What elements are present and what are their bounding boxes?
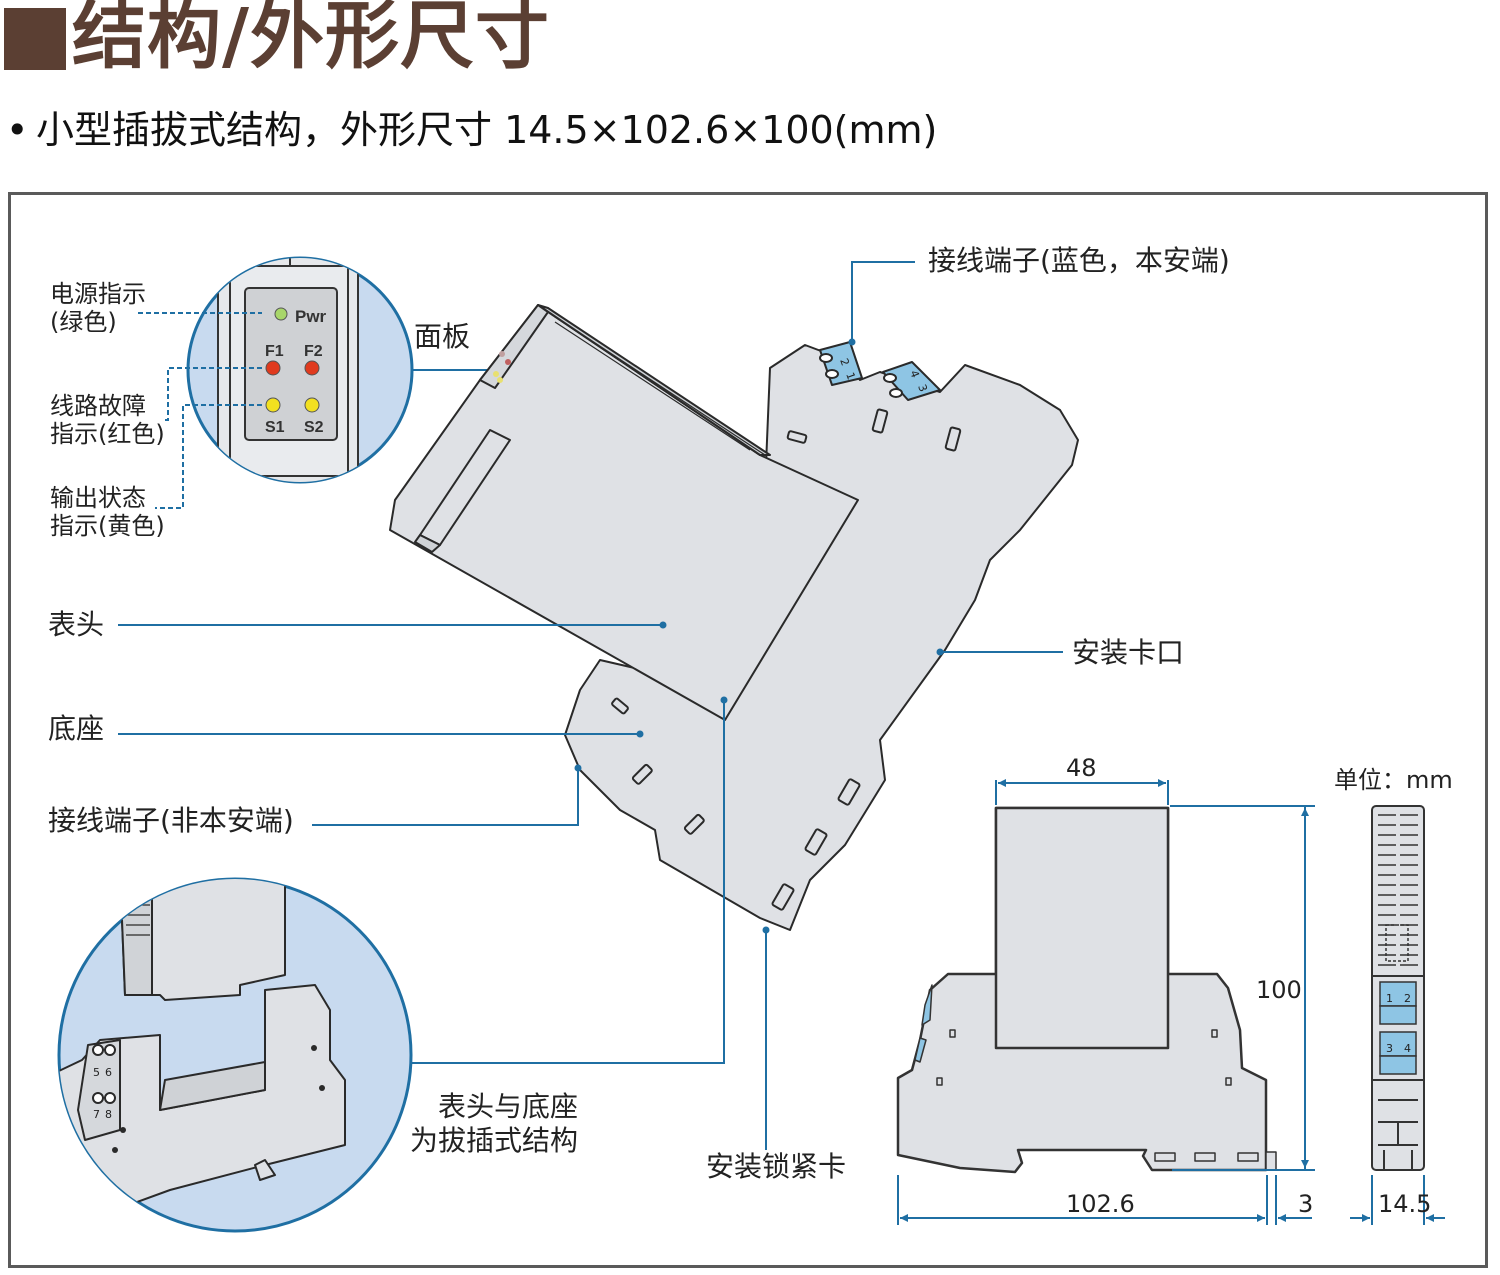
side-terminal-3: 3 bbox=[1386, 1042, 1393, 1055]
led-f1-red bbox=[265, 360, 281, 376]
inset-terminal-7: 7 bbox=[93, 1108, 100, 1121]
led-label-s2: S2 bbox=[304, 419, 324, 436]
fault-indicator-line2: 指示(红色) bbox=[50, 420, 165, 448]
pluggable-line2: 为拔插式结构 bbox=[409, 1124, 578, 1157]
dimension-arrows bbox=[900, 779, 1434, 1222]
top-terminal-3: 3 bbox=[915, 383, 930, 394]
pluggable-label: 表头与底座 为拔插式结构 bbox=[402, 1090, 578, 1158]
led-leaders bbox=[138, 312, 262, 509]
power-indicator-line2: (绿色) bbox=[50, 308, 117, 336]
main-leaders bbox=[118, 261, 1063, 1150]
meter-head-label: 表头 bbox=[48, 608, 105, 641]
side-terminal-2: 2 bbox=[1404, 992, 1411, 1005]
led-label-s1: S1 bbox=[265, 419, 285, 436]
base-label: 底座 bbox=[48, 712, 105, 745]
pluggable-inset: 5 6 7 8 bbox=[57, 877, 413, 1233]
output-indicator-label: 输出状态 指示(黄色) bbox=[50, 484, 165, 540]
lock-clip-label: 安装锁紧卡 bbox=[706, 1150, 847, 1183]
dim-head-width: 48 bbox=[1066, 754, 1097, 782]
dim-height: 100 bbox=[1256, 976, 1302, 1004]
title-text: 结构/外形尺寸 bbox=[72, 0, 551, 79]
dim-clip: 3 bbox=[1298, 1190, 1314, 1218]
subtitle: •小型插拔式结构，外形尺寸 14.5×102.6×100(mm) bbox=[6, 104, 937, 156]
side-view-drawing bbox=[1371, 805, 1425, 1171]
led-panel-inset: Pwr F1 F2 S1 S2 bbox=[186, 256, 414, 484]
led-s1-yellow bbox=[265, 397, 281, 413]
pluggable-line1: 表头与底座 bbox=[437, 1090, 578, 1123]
section-title: 结构/外形尺寸 bbox=[4, 0, 550, 78]
subtitle-text: 小型插拔式结构，外形尺寸 14.5×102.6×100(mm) bbox=[36, 108, 938, 152]
mount-slot-label: 安装卡口 bbox=[1072, 636, 1185, 669]
top-terminal-2: 2 bbox=[837, 357, 852, 368]
fault-indicator-label: 线路故障 指示(红色) bbox=[50, 392, 165, 448]
output-indicator-line1: 输出状态 bbox=[50, 484, 146, 512]
top-terminal-4: 4 bbox=[907, 369, 922, 380]
dim-width: 14.5 bbox=[1378, 1190, 1432, 1218]
output-indicator-line2: 指示(黄色) bbox=[50, 512, 165, 540]
module-illustration bbox=[389, 304, 1079, 931]
side-terminal-1: 1 bbox=[1386, 992, 1393, 1005]
fault-indicator-line1: 线路故障 bbox=[50, 392, 146, 420]
inset-terminal-5: 5 bbox=[93, 1066, 100, 1079]
led-pwr-green bbox=[274, 307, 288, 321]
led-label-f1: F1 bbox=[265, 343, 284, 360]
dim-length: 102.6 bbox=[1066, 1190, 1135, 1218]
diagram-frame bbox=[8, 192, 1488, 1268]
side-terminal-4: 4 bbox=[1404, 1042, 1411, 1055]
led-label-f2: F2 bbox=[304, 343, 323, 360]
led-label-pwr: Pwr bbox=[295, 307, 327, 326]
inset-terminal-6: 6 bbox=[105, 1066, 112, 1079]
unit-label: 单位：mm bbox=[1334, 766, 1453, 794]
dimension-lines bbox=[897, 780, 1445, 1225]
leader-dots bbox=[574, 338, 944, 934]
power-indicator-label: 电源指示 (绿色) bbox=[50, 280, 146, 336]
terminal-blue-label: 接线端子(蓝色，本安端) bbox=[928, 244, 1230, 277]
led-f2-red bbox=[304, 360, 320, 376]
front-view-drawing bbox=[896, 806, 1277, 1174]
title-square-icon bbox=[4, 8, 66, 70]
terminal-non-is-label: 接线端子(非本安端) bbox=[48, 804, 294, 837]
inset-terminal-8: 8 bbox=[105, 1108, 112, 1121]
top-terminal-1: 1 bbox=[843, 371, 858, 382]
power-indicator-line1: 电源指示 bbox=[50, 280, 146, 308]
bullet-icon: • bbox=[6, 108, 29, 152]
panel-label: 面板 bbox=[414, 320, 471, 353]
led-s2-yellow bbox=[304, 397, 320, 413]
